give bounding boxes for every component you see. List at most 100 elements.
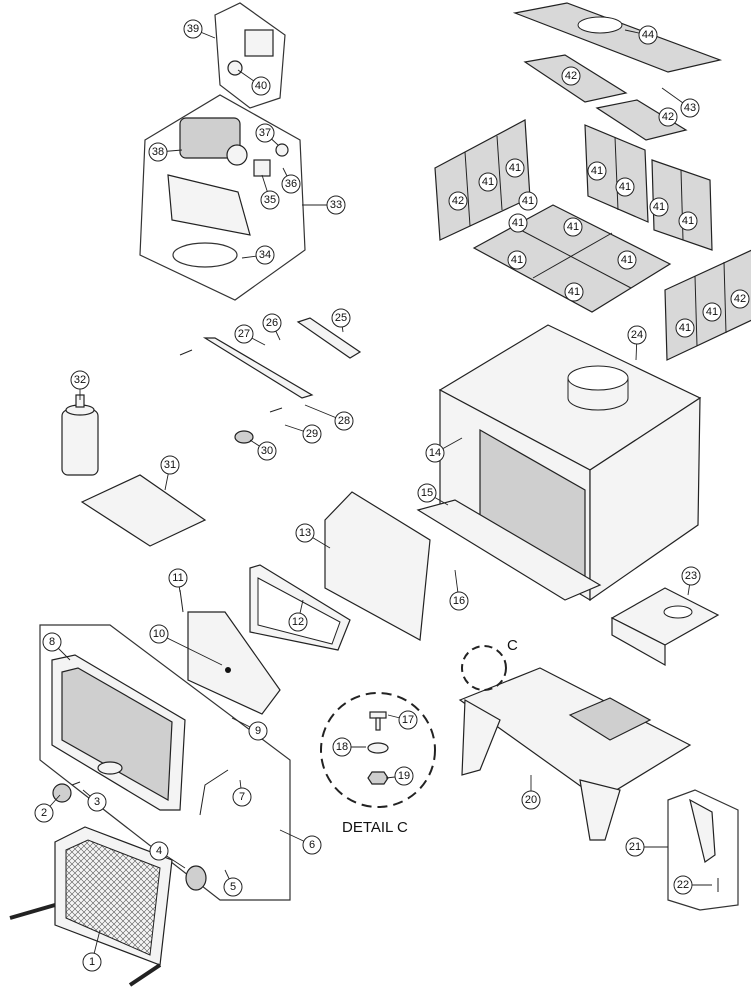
blower-kit-panel (139, 94, 306, 301)
callout-bubble (232, 787, 252, 807)
callout-10: 10 (149, 624, 169, 644)
callout-bubble (183, 19, 203, 39)
callout-9: 9 (248, 721, 268, 741)
callout-25: 25 (331, 308, 351, 328)
door-assembly (39, 624, 291, 901)
callout-number: 16 (453, 595, 465, 607)
callout-bubble (625, 837, 645, 857)
callout-number: 12 (292, 616, 304, 628)
detail-c-circle (320, 645, 507, 808)
callout-bubble (82, 952, 102, 972)
callout-22: 22 (673, 875, 693, 895)
callout-bubble (518, 191, 538, 211)
callout-23: 23 (681, 566, 701, 586)
detail-c-title: DETAIL C (342, 819, 408, 836)
callout-24: 24 (627, 325, 647, 345)
callout-41: 41 (678, 211, 698, 231)
callout-41: 41 (507, 250, 527, 270)
callout-number: 20 (525, 794, 537, 806)
callout-number: 6 (309, 839, 315, 851)
callout-number: 29 (306, 428, 318, 440)
callout-number: 1 (89, 956, 95, 968)
door-glass (187, 611, 281, 715)
paint-can (61, 394, 99, 476)
callout-bubble (505, 158, 525, 178)
callout-number: 19 (398, 770, 410, 782)
callout-number: 36 (285, 178, 297, 190)
callout-bubble (34, 803, 54, 823)
callout-35: 35 (260, 190, 280, 210)
callout-number: 41 (621, 254, 633, 266)
switch-kit-panel (214, 2, 286, 109)
callout-bubble (478, 172, 498, 192)
callout-42: 42 (448, 191, 468, 211)
callout-bubble (678, 211, 698, 231)
callout-21: 21 (625, 837, 645, 857)
callout-bubble (617, 250, 637, 270)
callout-number: 41 (679, 322, 691, 334)
callout-bubble (70, 370, 90, 390)
callout-19: 19 (394, 766, 414, 786)
callout-bubble (521, 790, 541, 810)
callout-number: 41 (568, 286, 580, 298)
callout-28: 28 (334, 411, 354, 431)
callout-12: 12 (288, 612, 308, 632)
callout-number: 30 (261, 445, 273, 457)
stove-body (416, 324, 702, 602)
callout-bubble (42, 632, 62, 652)
callout-33: 33 (326, 195, 346, 215)
callout-41: 41 (587, 161, 607, 181)
callout-41: 41 (617, 250, 637, 270)
callout-41: 41 (563, 217, 583, 237)
callout-bubble (234, 324, 254, 344)
callout-bubble (394, 766, 414, 786)
callout-44: 44 (638, 25, 658, 45)
callout-number: 13 (299, 527, 311, 539)
callout-41: 41 (478, 172, 498, 192)
callout-bubble (449, 591, 469, 611)
callout-number: 25 (335, 312, 347, 324)
callout-bubble (248, 721, 268, 741)
callout-8: 8 (42, 632, 62, 652)
callout-number: 28 (338, 415, 350, 427)
callout-number: 27 (238, 328, 250, 340)
callout-bubble (302, 835, 322, 855)
callout-38: 38 (148, 142, 168, 162)
callout-number: 5 (230, 881, 236, 893)
callout-number: 3 (94, 796, 100, 808)
callout-7: 7 (232, 787, 252, 807)
callout-bubble (281, 174, 301, 194)
callout-number: 41 (653, 201, 665, 213)
callout-42: 42 (561, 66, 581, 86)
callout-number: 41 (522, 195, 534, 207)
callout-number: 2 (41, 807, 47, 819)
callout-number: 33 (330, 199, 342, 211)
callout-bubble (251, 76, 271, 96)
callout-number: 41 (591, 165, 603, 177)
callout-number: 21 (629, 841, 641, 853)
callout-17: 17 (398, 710, 418, 730)
callout-number: 31 (164, 459, 176, 471)
callout-31: 31 (160, 455, 180, 475)
callout-bubble (332, 737, 352, 757)
callout-bubble (331, 308, 351, 328)
callout-bubble (255, 123, 275, 143)
callout-32: 32 (70, 370, 90, 390)
pedestal-base (458, 667, 692, 841)
callout-bubble (638, 25, 658, 45)
ash-drawer (610, 587, 720, 667)
callout-bubble (326, 195, 346, 215)
callout-bubble (417, 483, 437, 503)
callout-number: 37 (259, 127, 271, 139)
detail-c-letter: C (507, 637, 518, 654)
callout-30: 30 (257, 441, 277, 461)
callout-26: 26 (262, 313, 282, 333)
callout-bubble (680, 98, 700, 118)
callout-number: 41 (511, 254, 523, 266)
callout-bubble (87, 792, 107, 812)
callout-bubble (302, 424, 322, 444)
callout-bubble (730, 289, 750, 309)
rear-heat-shield (324, 491, 431, 641)
callout-bubble (681, 566, 701, 586)
